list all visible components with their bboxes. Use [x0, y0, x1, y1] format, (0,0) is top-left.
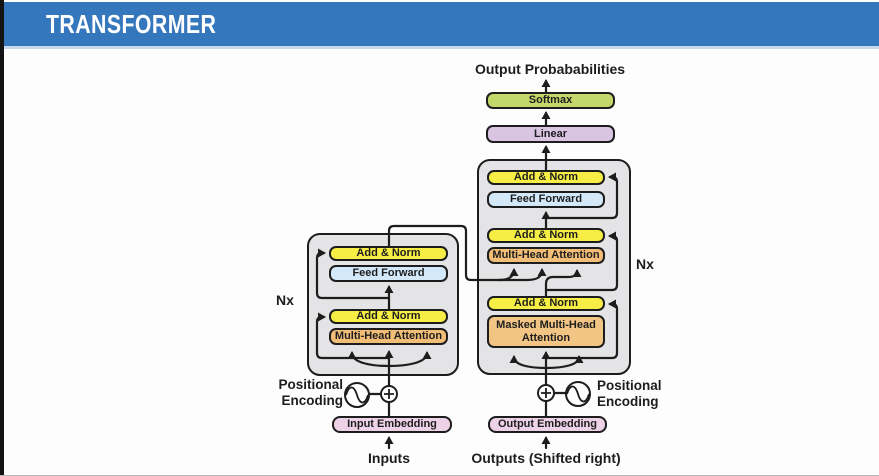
connector-decoder-residual-1 [544, 172, 619, 220]
box-decoder-add-norm-3: Add & Norm [487, 296, 605, 311]
box-output-embedding: Output Embedding [488, 416, 607, 433]
connector-decoder-query [544, 269, 582, 298]
box-linear: Linear [486, 125, 615, 143]
box-encoder-multi-head-attention: Multi-Head Attention [329, 328, 448, 345]
sine-wave-icon-right [565, 381, 591, 407]
connector-masked-fan-left [509, 355, 548, 370]
connector-encoder-fan-right [387, 351, 432, 368]
box-decoder-add-norm-1: Add & Norm [487, 170, 605, 185]
connector-cross-branch-1 [497, 268, 519, 282]
connector-encoder-residual-2 [315, 248, 391, 300]
connector-cross-branch-2 [497, 268, 547, 282]
box-encoder-add-norm-2: Add & Norm [329, 309, 448, 324]
header-bar: TRANSFORMER [0, 2, 879, 49]
page-title: TRANSFORMER [46, 8, 217, 39]
box-decoder-multi-head-attention: Multi-Head Attention [487, 247, 605, 264]
positional-encoding-label-left: Positional Encoding [278, 377, 343, 408]
box-encoder-feed-forward: Feed Forward [329, 265, 448, 282]
box-input-embedding: Input Embedding [332, 416, 452, 433]
connector-encoder-to-decoder [387, 224, 502, 282]
box-encoder-add-norm-1: Add & Norm [329, 246, 448, 261]
box-softmax: Softmax [486, 92, 615, 109]
left-edge-strip [0, 0, 4, 475]
connector-masked-fan-right [544, 355, 584, 370]
connector-decoder-residual-2 [544, 231, 619, 292]
connector-encoder-residual-1 [315, 312, 391, 360]
box-decoder-feed-forward: Feed Forward [487, 191, 605, 208]
nx-label-encoder: Nx [276, 292, 294, 308]
plus-circle-icon-right [537, 384, 555, 402]
box-decoder-add-norm-2: Add & Norm [487, 228, 605, 243]
connector-decoder-residual-3 [544, 299, 619, 360]
positional-encoding-label-right: Positional Encoding [597, 378, 662, 409]
nx-label-decoder: Nx [636, 256, 654, 272]
outputs-label: Outputs (Shifted right) [471, 450, 621, 466]
connector-encoder-fan-left [347, 351, 391, 368]
box-masked-multi-head-attention: Masked Multi-Head Attention [487, 315, 605, 348]
sine-wave-icon-left [344, 382, 370, 408]
plus-circle-icon-left [380, 385, 398, 403]
inputs-label: Inputs [368, 450, 410, 466]
output-probabilities-label: Output Probababilities [474, 61, 626, 77]
